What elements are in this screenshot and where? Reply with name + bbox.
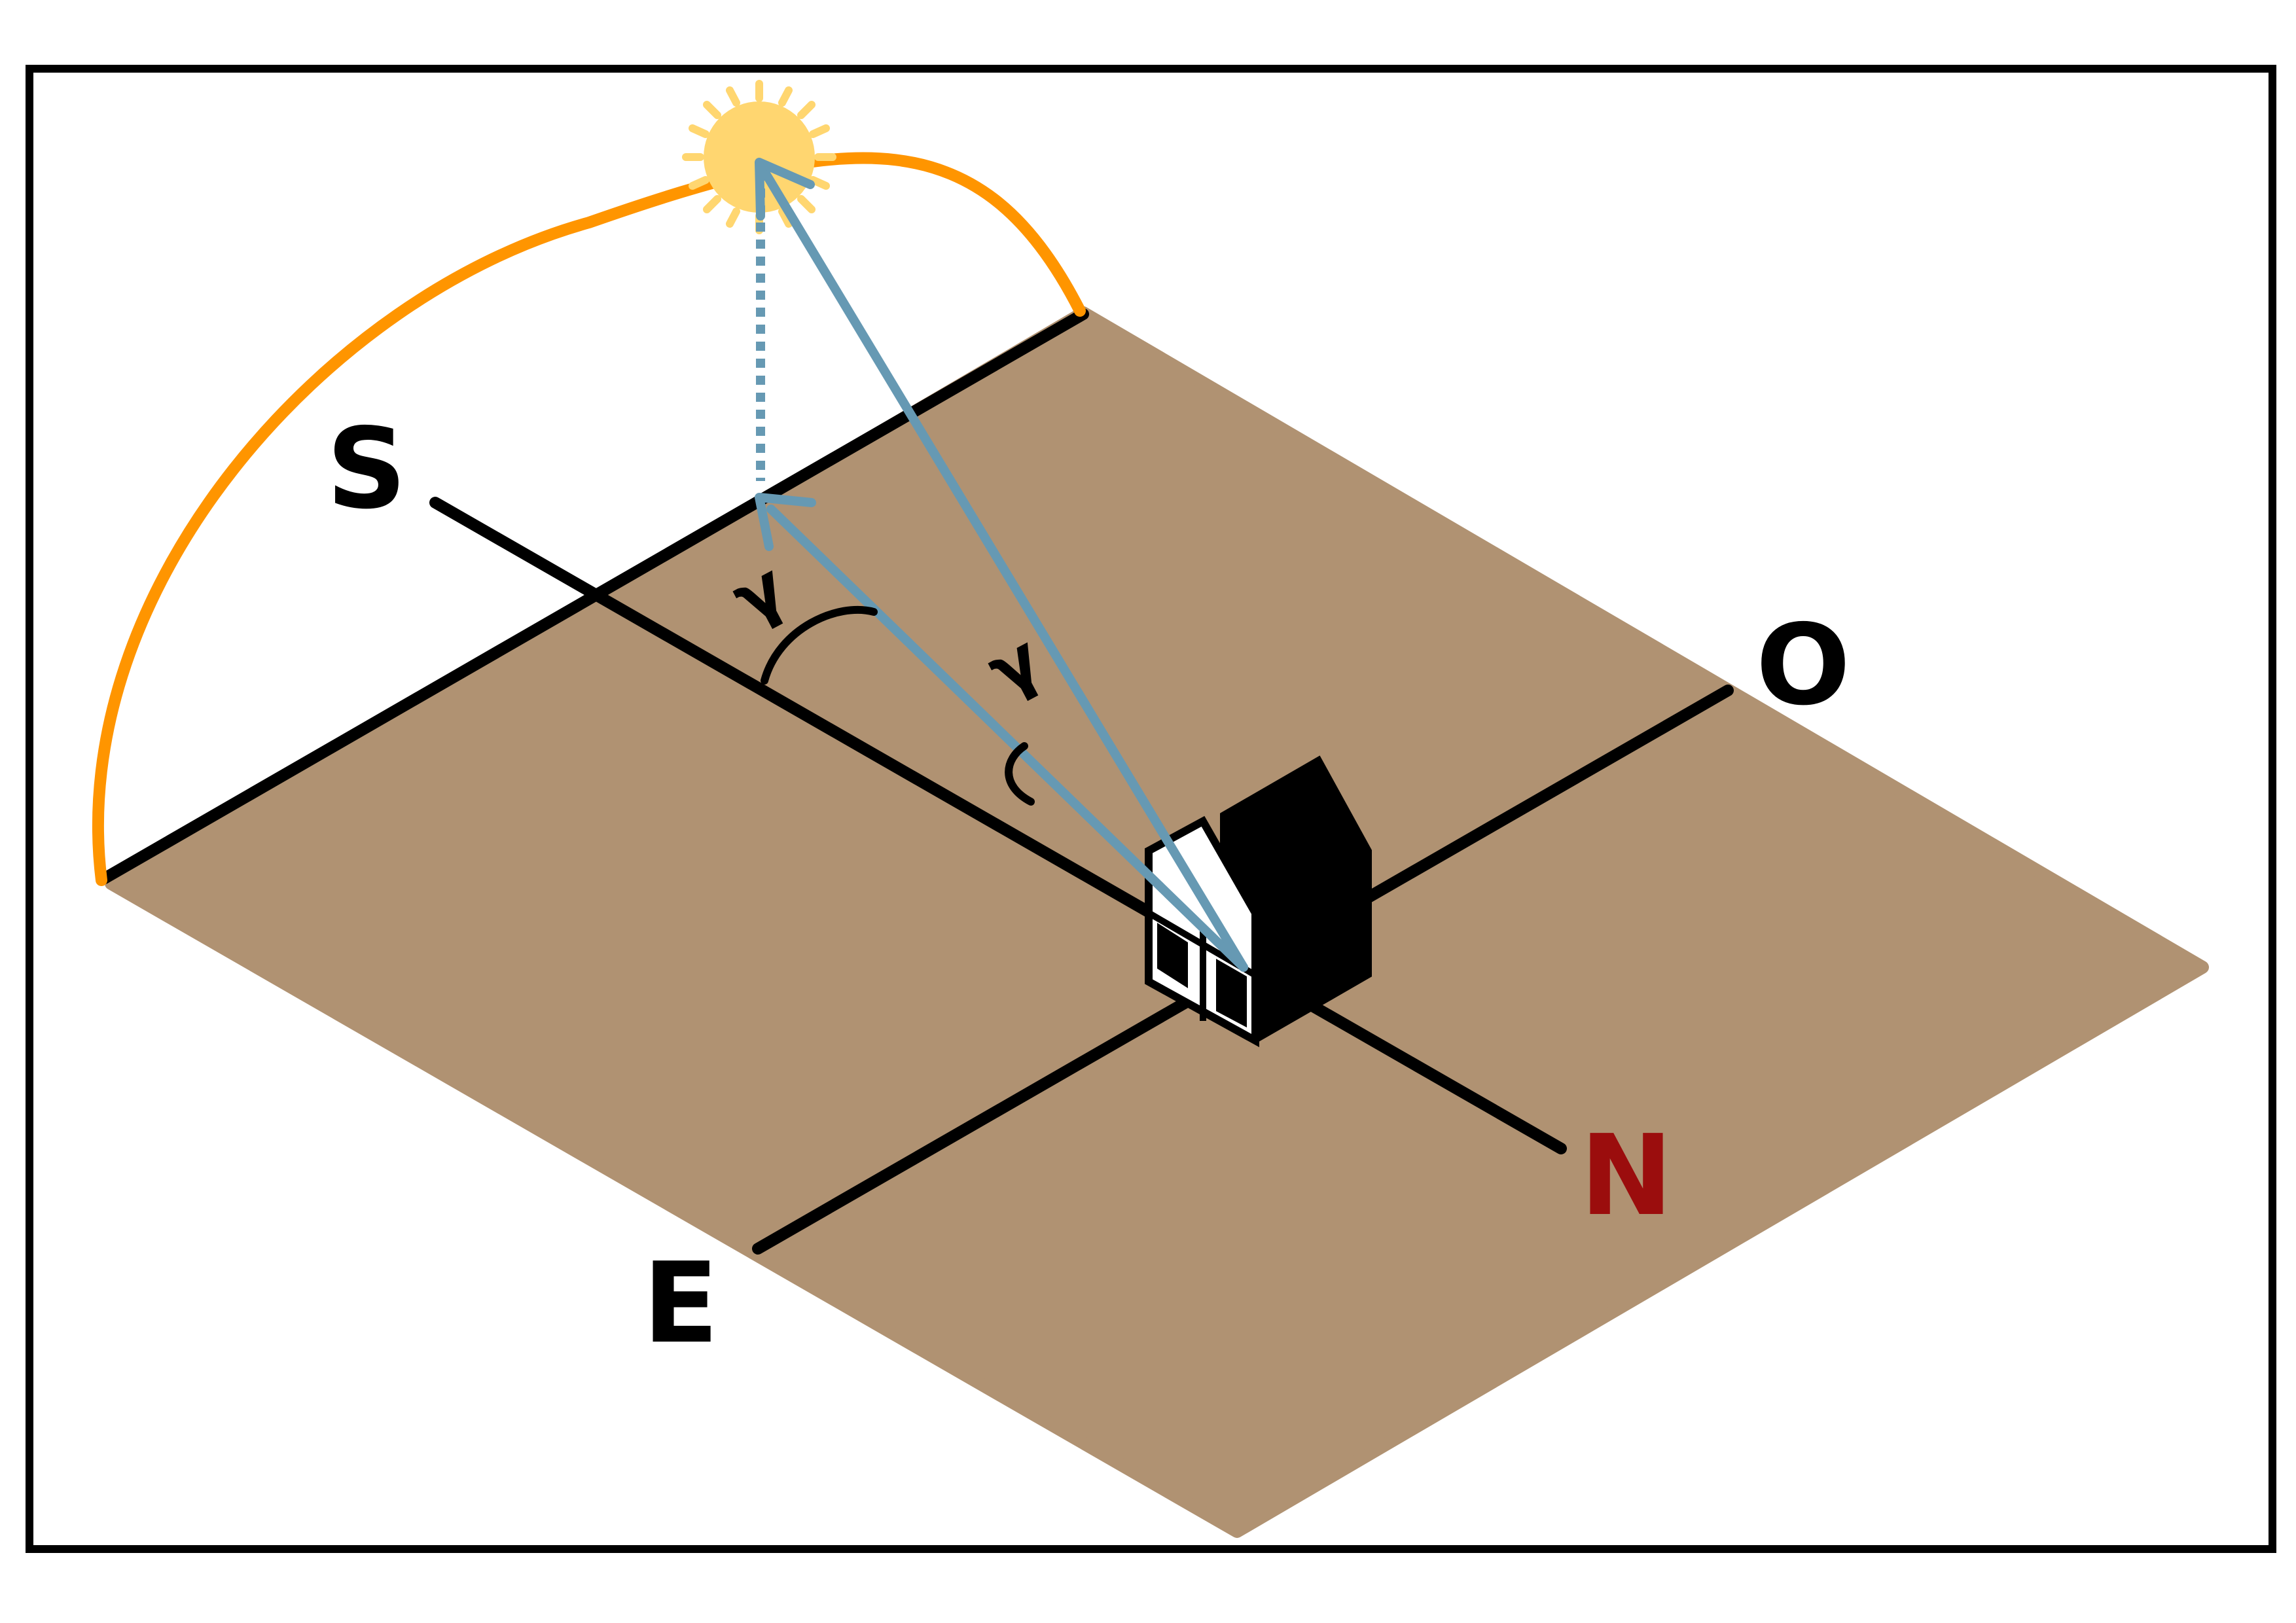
ground-projection-vector [766, 505, 1248, 972]
direction-label-north: N [1580, 1111, 1673, 1241]
ground-projection-arrowhead [755, 493, 816, 551]
sun-icon [682, 80, 836, 234]
altitude-angle-arc [1005, 742, 1035, 806]
azimuth-angle-arc [761, 605, 878, 685]
direction-label-south: S [327, 404, 406, 534]
direction-label-east: E [643, 1239, 719, 1368]
sun-path-arc [92, 152, 1086, 886]
frame [26, 65, 2276, 1553]
sun-vector [760, 167, 1248, 972]
direction-label-west: O [1756, 601, 1851, 730]
south-north-axis [429, 497, 1567, 1154]
sun-vector-arrowhead [755, 158, 815, 221]
